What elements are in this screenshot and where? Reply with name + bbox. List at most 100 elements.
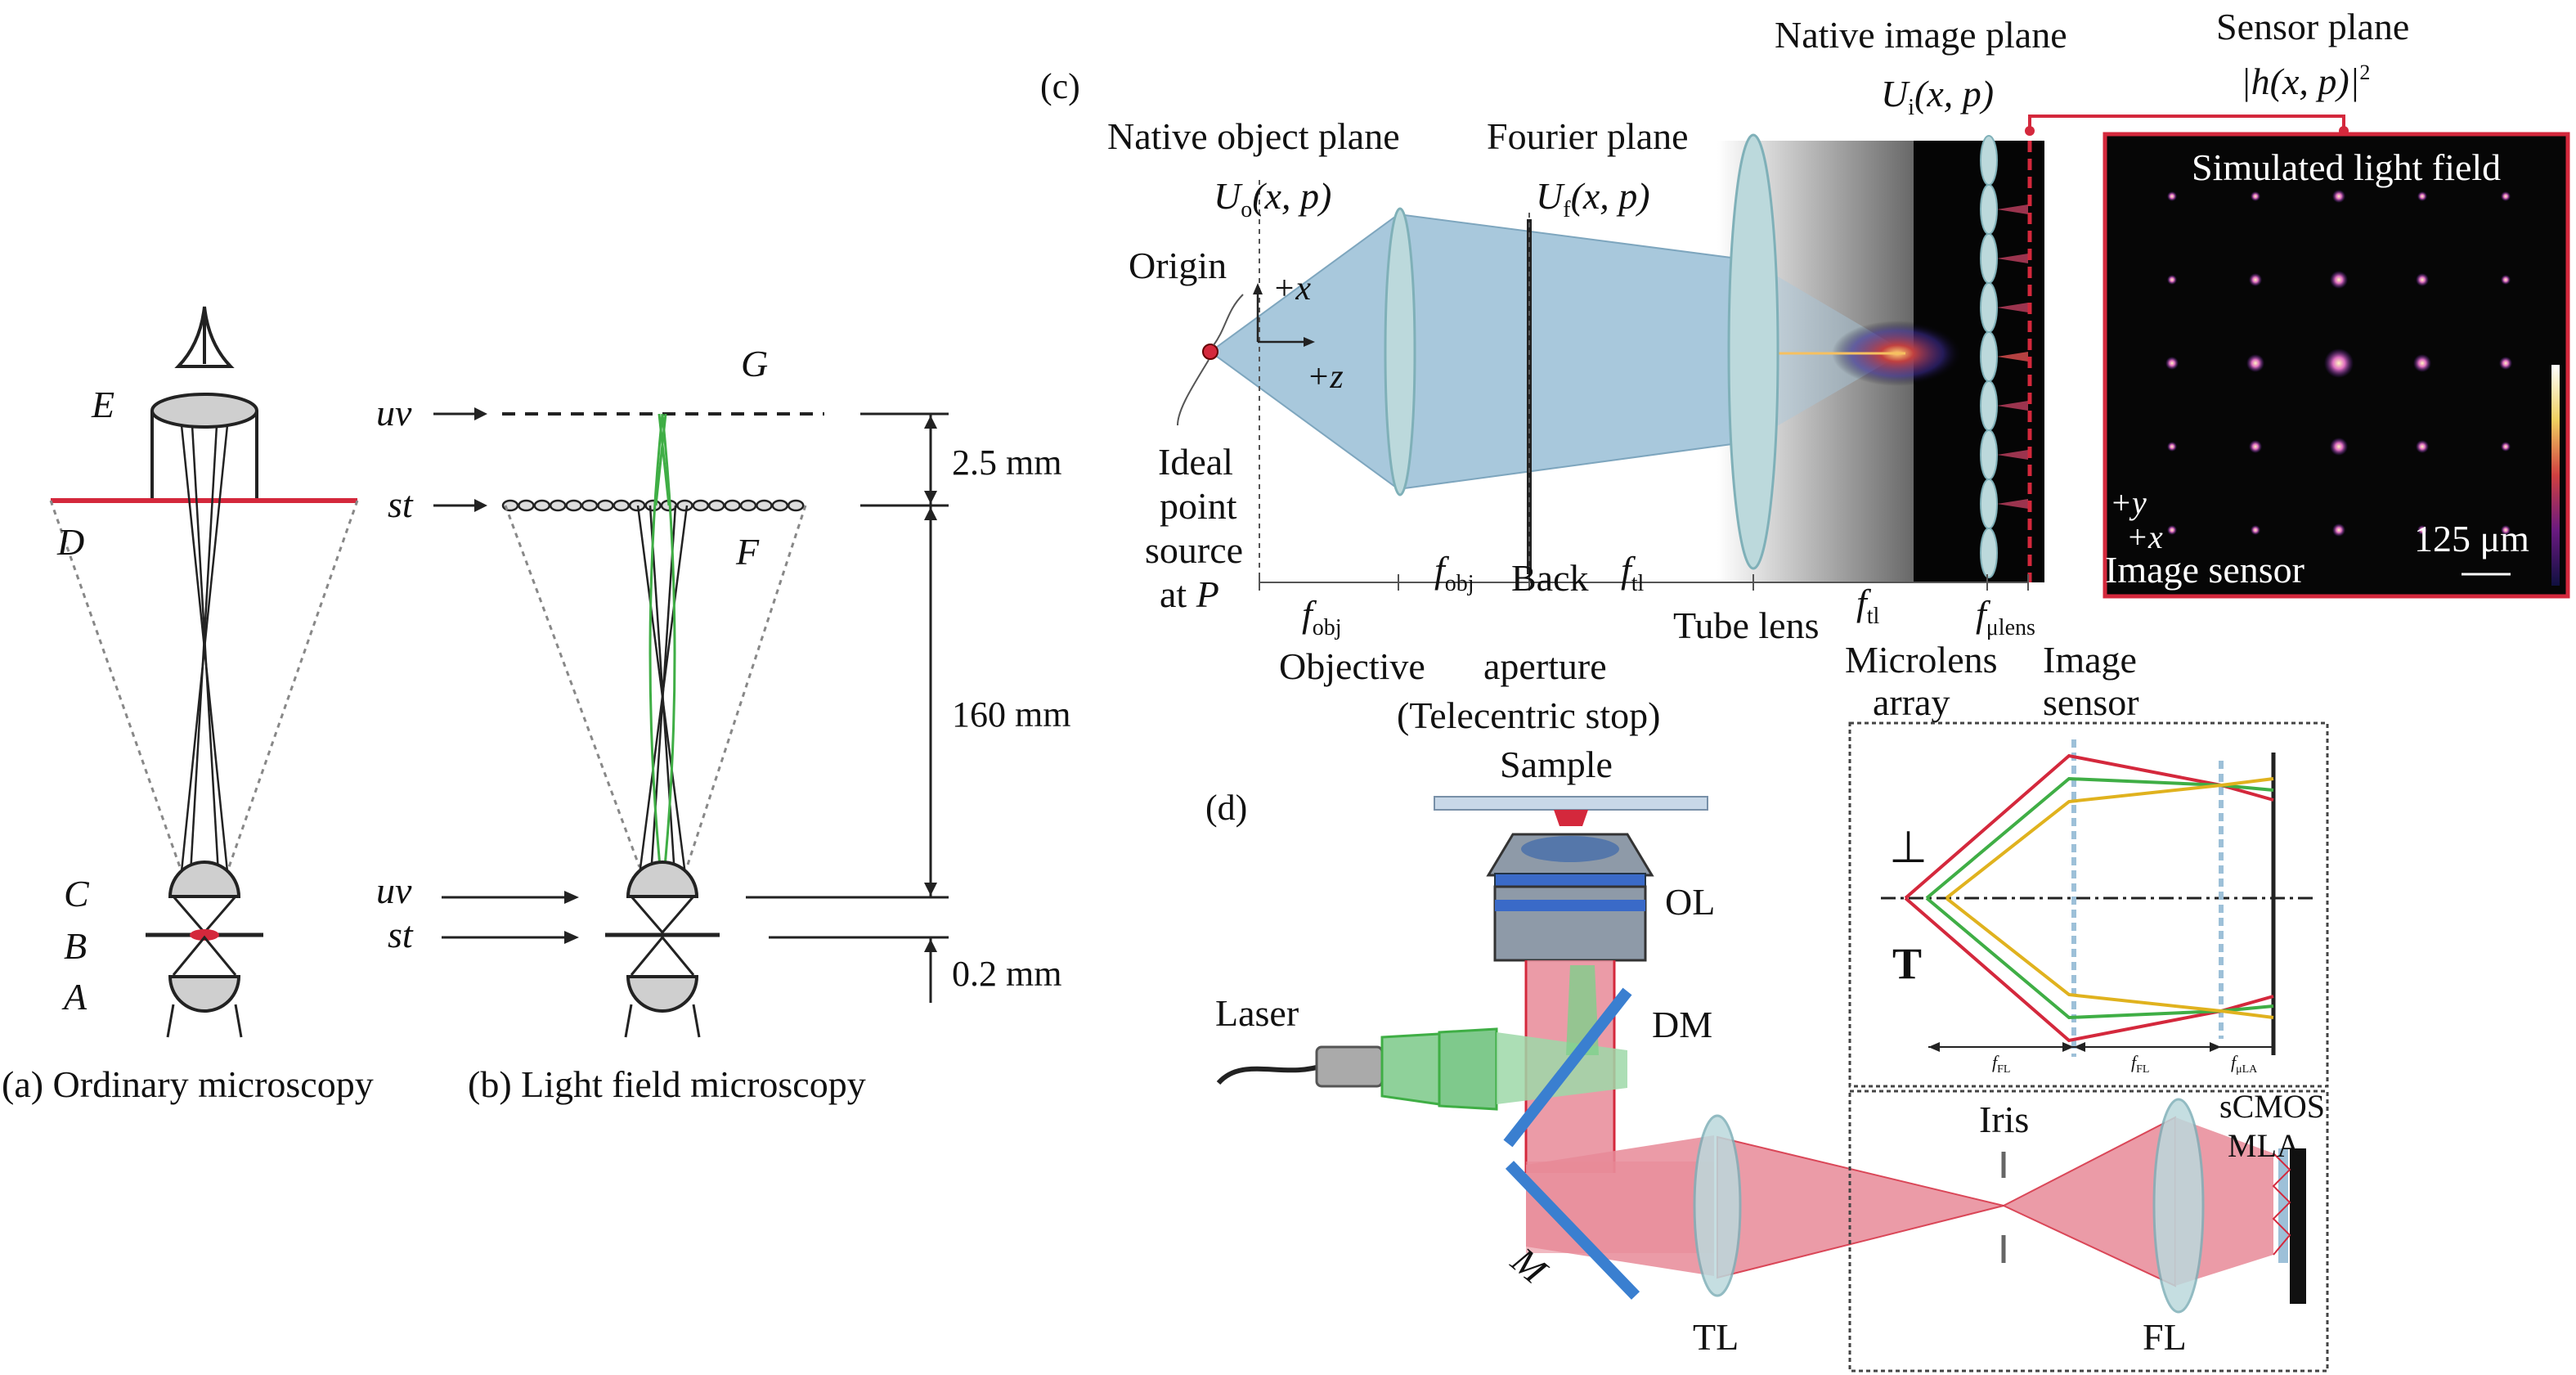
mla <box>2278 1148 2288 1263</box>
colorbar <box>2551 365 2560 586</box>
microlens <box>1980 331 1998 382</box>
microlens <box>692 499 710 512</box>
flare <box>1997 401 2028 411</box>
label-c: C <box>64 873 90 914</box>
f-tl-1: ftl <box>1621 549 1645 596</box>
caption-a: (a) Ordinary microscopy <box>2 1063 374 1105</box>
dim-160mm: 160 mm <box>952 694 1070 735</box>
image-label: Image <box>2043 639 2137 681</box>
panel-b: uv st uv st G F 2.5 mm 160 mm 0.2 mm (b)… <box>376 343 1070 1105</box>
tube-lens-tl <box>1693 1114 1742 1297</box>
objective-lens-c <box>168 860 241 898</box>
light-field-spot <box>2165 357 2179 370</box>
dm-label: DM <box>1652 1004 1712 1045</box>
aperture-label: aperture <box>1483 645 1607 687</box>
microlens-row-f <box>501 499 805 512</box>
u-o-label: Uo(x, p) <box>1214 175 1331 222</box>
microlens <box>501 499 519 512</box>
ideal-label-3: source <box>1145 529 1243 571</box>
sim-plus-x: +x <box>2126 519 2163 555</box>
flare <box>1997 303 2028 312</box>
microlens <box>597 499 614 512</box>
f-obj-2: fobj <box>1434 549 1474 596</box>
panel-d: (d) Sample OL Laser DM <box>1205 721 2329 1373</box>
perp-top: ⊥ <box>1889 823 1928 872</box>
microlens <box>581 499 599 512</box>
label-d: D <box>56 521 84 563</box>
back-label: Back <box>1511 557 1589 599</box>
light-field-spot <box>2416 440 2429 453</box>
eyepiece-lens <box>150 393 258 429</box>
plus-x-label: +x <box>1272 270 1311 308</box>
tl-label: TL <box>1693 1316 1739 1358</box>
tag-d: (d) <box>1205 788 1247 828</box>
label-st-bottom: st <box>388 914 414 955</box>
label-a: A <box>61 976 88 1018</box>
panel-a: E D C B A (a) Ordinary microscopy <box>2 306 374 1105</box>
light-field-spot <box>2167 525 2177 535</box>
light-field-spot <box>2417 525 2427 535</box>
ideal-label-1: Ideal <box>1158 441 1233 483</box>
microlens <box>739 499 757 512</box>
native-image-plane-label: Native image plane <box>1775 14 2067 56</box>
microlens <box>628 499 646 512</box>
dichroic-mirror <box>1503 987 1632 1148</box>
microlens <box>549 499 567 512</box>
sensor-plane-label: Sensor plane <box>2216 6 2409 47</box>
tube-lens <box>1727 133 1779 570</box>
scmos-sensor <box>2290 1148 2306 1304</box>
at-p-label: at P <box>1160 573 1219 615</box>
tag-c: (c) <box>1040 66 1080 106</box>
light-field-spot <box>2501 275 2511 285</box>
light-field-spot <box>2246 354 2264 372</box>
f-obj-1: fobj <box>1302 593 1342 640</box>
light-field-spot <box>2499 357 2512 370</box>
microlens <box>771 499 789 512</box>
sim-title: Simulated light field <box>2192 146 2501 188</box>
fl-label: FL <box>2143 1316 2187 1358</box>
light-field-spot <box>2330 271 2348 289</box>
mirror-m <box>1505 1161 1640 1300</box>
flare <box>1997 499 2028 509</box>
light-field-spot <box>2416 273 2429 286</box>
light-field-spot <box>2501 525 2511 535</box>
light-field-spot <box>2167 275 2177 285</box>
sim-plus-y: +y <box>2110 484 2147 521</box>
sim-sensor: Image sensor <box>2105 549 2304 591</box>
u-f-label: Uf(x, p) <box>1536 175 1650 222</box>
light-field-spot <box>2167 191 2177 201</box>
label-uv-bottom: uv <box>376 869 412 911</box>
microlens <box>644 499 662 512</box>
sensor-label: sensor <box>2043 681 2139 723</box>
sim-scale: 125 μm <box>2414 518 2529 559</box>
fourier-lens-fl <box>2152 1098 2205 1314</box>
label-uv-top: uv <box>376 392 412 434</box>
flare <box>1997 352 2028 362</box>
microlens <box>1980 135 1998 186</box>
flare <box>1997 254 2028 263</box>
light-field-spot <box>2167 442 2177 452</box>
f-fl-1: fFL <box>1992 1052 2010 1076</box>
objective-lens <box>1384 207 1416 497</box>
panel-c: (c) Native objec <box>1040 6 2570 736</box>
array-label: array <box>1873 681 1950 723</box>
microlens <box>518 499 535 512</box>
microlens <box>1980 528 1998 578</box>
light-field-spot <box>2332 523 2345 537</box>
ol-label: OL <box>1665 881 1715 923</box>
f-mulens: fμlens <box>1976 593 2035 640</box>
light-field-spot <box>2324 348 2354 378</box>
light-field-spot <box>2249 273 2262 286</box>
native-object-plane-label: Native object plane <box>1107 115 1400 157</box>
objective-ol <box>1486 833 1654 962</box>
dim-0-2mm: 0.2 mm <box>952 954 1061 994</box>
light-field-spot <box>2332 190 2345 203</box>
ideal-label-2: point <box>1160 485 1237 527</box>
tube-lens-label: Tube lens <box>1673 604 1820 646</box>
laser-label: Laser <box>1215 992 1299 1034</box>
scmos-label: sCMOS <box>2219 1088 2325 1125</box>
light-field-spot <box>2251 525 2260 535</box>
microlens-label: Microlens <box>1845 639 1998 681</box>
beam-cone <box>1209 213 1399 491</box>
sample-label: Sample <box>1500 744 1613 785</box>
